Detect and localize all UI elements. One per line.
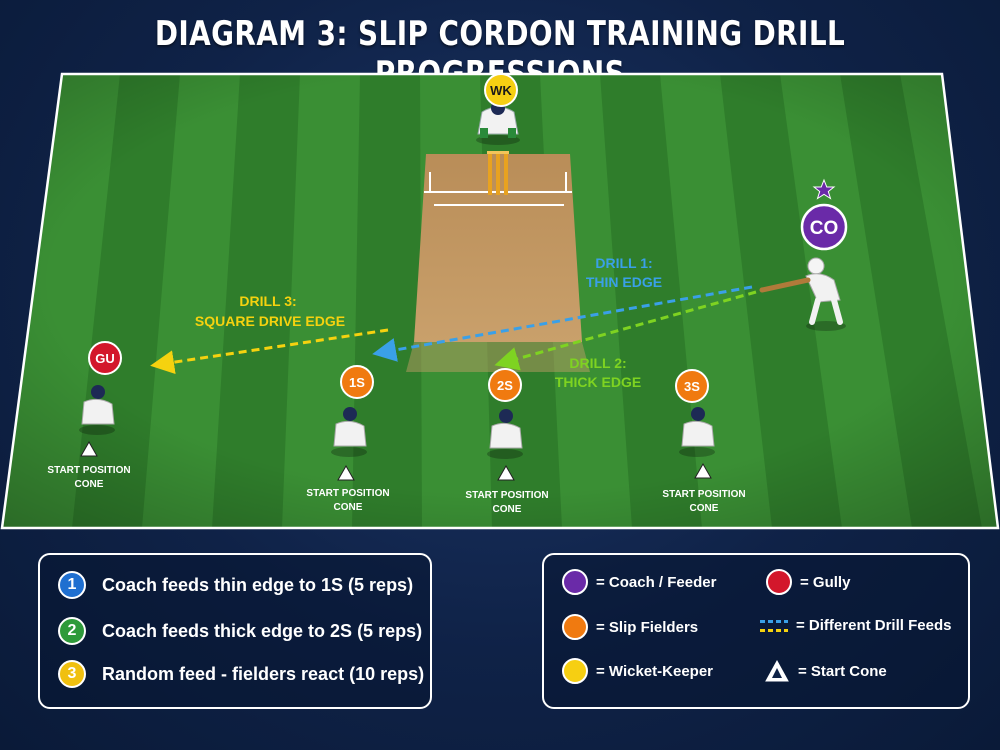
coach-badge-label: CO — [810, 218, 839, 239]
keeper-swatch — [562, 658, 588, 684]
gully-cone-label-line1: START POSITION — [47, 465, 130, 476]
slip2-badge-label: 2S — [497, 378, 513, 393]
drill2-label-desc: THICK EDGE — [555, 374, 641, 390]
drill1-feed-line — [372, 285, 753, 362]
gully-figure — [79, 385, 115, 435]
steps-panel — [38, 553, 432, 709]
step-2-number: 2 — [58, 617, 86, 645]
gully-swatch — [766, 569, 792, 595]
legend-cone: = Start Cone — [764, 659, 887, 683]
slip2-badge — [488, 368, 522, 402]
legend-gully-text: = Gully — [800, 573, 851, 591]
slip3-badge — [675, 369, 709, 403]
keeper-badge — [484, 73, 518, 107]
coach-swatch — [562, 569, 588, 595]
slip3-badge-label: 3S — [684, 379, 700, 394]
gully-badge-label: GU — [95, 351, 115, 366]
slip1-cone-label-line2: CONE — [334, 502, 363, 513]
step-3-text: Random feed - fielders react (10 reps) — [102, 663, 425, 684]
legend-feeds: = Different Drill Feeds — [760, 617, 951, 634]
legend-keeper-text: = Wicket-Keeper — [596, 662, 713, 680]
slip2-cone-label-line1: START POSITION — [465, 490, 548, 501]
legend-coach: = Coach / Feeder — [562, 569, 716, 595]
slip3-cone-label-line1: START POSITION — [662, 489, 745, 500]
drill3-label-desc: SQUARE DRIVE EDGE — [195, 313, 345, 329]
step-1-number: 1 — [58, 571, 86, 599]
slip2-cone-icon — [497, 464, 515, 481]
legend-gully: = Gully — [766, 569, 850, 595]
step-1: 1 Coach feeds thin edge to 1S (5 reps) — [58, 571, 413, 599]
dashed-lines-icon — [760, 619, 788, 632]
step-3: 3 Random feed - fielders react (10 reps) — [58, 660, 424, 688]
drill2-label-title: DRILL 2: — [569, 355, 626, 371]
drill1-label-desc: THIN EDGE — [586, 274, 662, 290]
gully-cone-label-line2: CONE — [75, 479, 104, 490]
keeper-badge-label: WK — [490, 83, 512, 98]
legend-slips-text: = Slip Fielders — [596, 618, 699, 636]
slip1-cone-icon — [337, 464, 355, 481]
coach-figure — [759, 257, 846, 331]
legend-keeper: = Wicket-Keeper — [562, 658, 713, 684]
gully-badge — [88, 341, 122, 375]
drill1-label-title: DRILL 1: — [595, 255, 652, 271]
slip-swatch — [562, 614, 588, 640]
slip3-cone-label-line2: CONE — [690, 503, 719, 514]
slip1-badge-label: 1S — [349, 375, 365, 390]
slip3-figure — [679, 407, 715, 457]
legend-cone-text: = Start Cone — [798, 662, 887, 680]
slip2-cone-label-line2: CONE — [493, 504, 522, 515]
pitch — [414, 154, 582, 342]
legend-coach-text: = Coach / Feeder — [596, 573, 717, 591]
step-3-number: 3 — [58, 660, 86, 688]
drill2-feed-line — [494, 290, 757, 371]
drill3-label-title: DRILL 3: — [239, 293, 296, 309]
gully-cone-icon — [80, 440, 98, 457]
step-2-text: Coach feeds thick edge to 2S (5 reps) — [102, 620, 423, 641]
slip1-badge — [340, 365, 374, 399]
coach-star-icon — [812, 178, 836, 200]
step-2: 2 Coach feeds thick edge to 2S (5 reps) — [58, 617, 422, 645]
legend-feeds-text: = Different Drill Feeds — [796, 617, 952, 634]
step-1-text: Coach feeds thin edge to 1S (5 reps) — [102, 574, 414, 595]
legend-panel — [542, 553, 970, 709]
cone-icon — [765, 659, 789, 682]
coach-badge — [800, 203, 848, 251]
field-boundary — [0, 72, 1000, 530]
legend-slips: = Slip Fielders — [562, 614, 698, 640]
stumps-icon — [487, 151, 509, 195]
wicket-keeper-figure — [476, 101, 520, 145]
training-field: DRILL 1: THIN EDGE DRILL 2: THICK EDGE D… — [0, 72, 1000, 530]
slip2-figure — [487, 409, 523, 459]
slip1-cone-label-line1: START POSITION — [306, 488, 389, 499]
slip3-cone-icon — [694, 462, 712, 479]
slip1-figure — [331, 407, 367, 457]
